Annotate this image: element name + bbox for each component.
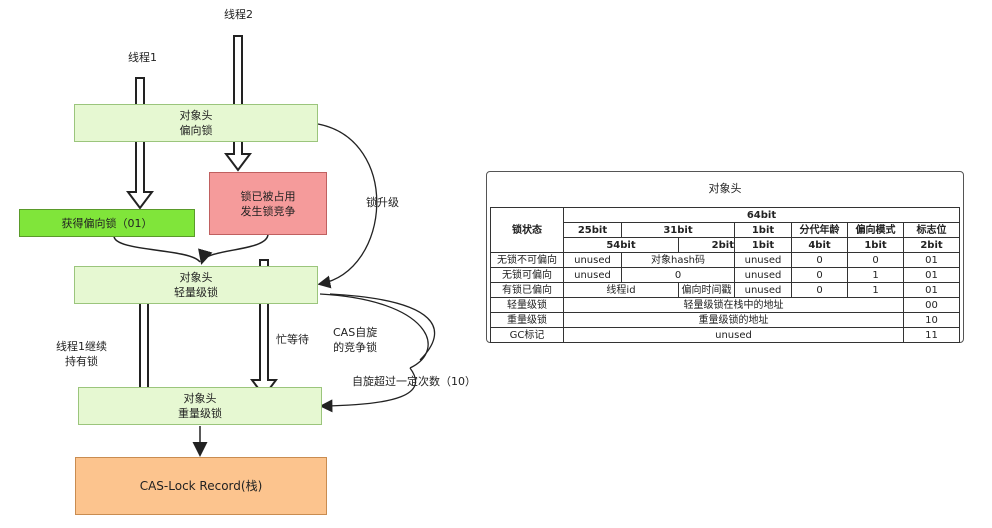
row-state: 有锁已偏向 <box>490 282 564 298</box>
row-cell: 对象hash码 <box>621 252 735 268</box>
row-cell: 0 <box>791 267 848 283</box>
row-state: 轻量级锁 <box>490 297 564 313</box>
row-cell: 11 <box>903 327 960 343</box>
acquired-text: 获得偏向锁（01） <box>61 216 153 230</box>
header-row-bits: 25bit 31bit 1bit 分代年龄 偏向模式 标志位 <box>491 222 960 238</box>
row-cell: 1 <box>847 282 904 298</box>
row-cell: 轻量级锁在栈中的地址 <box>563 297 904 313</box>
upgrade-curve <box>317 123 378 289</box>
busy-wait-label: 忙等待 <box>276 333 309 346</box>
object-header-heavyweight-box: 对象头 重量级锁 <box>78 387 322 425</box>
row-cell: 偏向时间戳 <box>678 282 735 298</box>
row-cell: 0 <box>791 252 848 268</box>
light-line1: 对象头 <box>179 271 213 284</box>
row-cell: 0 <box>791 282 848 298</box>
thread2-arrow <box>224 35 252 172</box>
thread1-arrow <box>126 77 154 210</box>
heavy-line2: 重量级锁 <box>178 407 222 420</box>
row-state: 重量级锁 <box>490 312 564 328</box>
lock-contended-box: 锁已被占用 发生锁竞争 <box>209 172 327 235</box>
record-text: CAS-Lock Record(栈) <box>139 478 263 493</box>
thread1-hold-line1: 线程1继续 <box>56 340 107 353</box>
table-row: 无锁不可偏向 unused 对象hash码 unused 0 0 01 <box>490 252 960 268</box>
header-bias-mode: 偏向模式 <box>847 222 904 238</box>
lock-state-header: 锁状态 <box>490 207 564 253</box>
header-gen-age: 分代年龄 <box>791 222 848 238</box>
table-row: 轻量级锁 轻量级锁在栈中的地址 00 <box>490 297 960 313</box>
merge-curve-left <box>113 235 201 263</box>
row-cell: 01 <box>903 252 960 268</box>
row-cell: 01 <box>903 267 960 283</box>
cas-spin-line2: 的竞争锁 <box>333 341 378 354</box>
row-cell: 10 <box>903 312 960 328</box>
row-cell: 00 <box>903 297 960 313</box>
row-cell: unused <box>734 267 792 283</box>
contended-line2: 发生锁竞争 <box>240 204 296 218</box>
heavy-line1: 对象头 <box>183 392 217 405</box>
table-row: 无锁可偏向 unused 0 unused 0 1 01 <box>490 267 960 283</box>
mark-word-table: 锁状态 64bit 25bit 31bit 1bit 分代年龄 偏向模式 标志位… <box>490 207 960 343</box>
header-2bit: 2bit <box>678 237 735 253</box>
object-header-lightweight-box: 对象头 轻量级锁 <box>74 266 318 304</box>
mark-word-panel: 对象头 锁状态 64bit 25bit 31bit 1bit 分代年龄 偏向模式… <box>486 171 964 343</box>
header-flag-bits: 标志位 <box>903 222 960 238</box>
cas-spin-line1: CAS自旋 <box>333 326 378 339</box>
row-cell: 1 <box>847 267 904 283</box>
cas-spin-curve <box>319 293 429 369</box>
thread1-hold-label: 线程1继续 持有锁 <box>56 339 107 369</box>
table-title: 对象头 <box>708 182 742 195</box>
row-cell: 0 <box>847 252 904 268</box>
table-row: GC标记 unused 11 <box>490 327 960 343</box>
object-header-biased-box: 对象头 偏向锁 <box>74 104 318 142</box>
header-25bit: 25bit <box>563 222 622 238</box>
biased-line1: 对象头 <box>179 109 213 122</box>
biased-line2: 偏向锁 <box>179 124 213 137</box>
header-row-64: 锁状态 64bit <box>490 207 960 253</box>
acquired-biased-lock-box: 获得偏向锁（01） <box>19 209 195 237</box>
header-1bit-b: 1bit <box>734 237 792 253</box>
row-state: 无锁可偏向 <box>490 267 564 283</box>
header-row-bits2: 54bit 2bit 1bit 4bit 1bit 2bit <box>491 237 960 253</box>
row-cell: unused <box>563 327 904 343</box>
row-cell: unused <box>734 282 792 298</box>
thread1-label: 线程1 <box>128 51 157 64</box>
header-31bit: 31bit <box>621 222 735 238</box>
row-cell: unused <box>563 267 622 283</box>
cas-lock-record-box: CAS-Lock Record(栈) <box>75 457 327 515</box>
header-64bit: 64bit <box>563 207 960 223</box>
row-cell: unused <box>563 252 622 268</box>
row-cell: 01 <box>903 282 960 298</box>
header-4bit: 4bit <box>791 237 848 253</box>
header-1bit-c: 1bit <box>847 237 904 253</box>
contended-line1: 锁已被占用 <box>240 189 296 203</box>
row-cell: 重量级锁的地址 <box>563 312 904 328</box>
row-cell: unused <box>734 252 792 268</box>
spin-exceed-label: 自旋超过一定次数（10） <box>352 375 476 388</box>
table-row: 有锁已偏向 线程id 偏向时间戳 unused 0 1 01 <box>490 282 960 298</box>
spin-exceed-curve <box>319 367 417 413</box>
light-line2: 轻量级锁 <box>174 286 218 299</box>
thread1-hold-line2: 持有锁 <box>65 355 98 368</box>
cas-spin-label: CAS自旋 的竞争锁 <box>333 325 377 355</box>
row-cell: 线程id <box>563 282 679 298</box>
lock-upgrade-label: 锁升级 <box>366 196 399 209</box>
header-2bit-b: 2bit <box>903 237 960 253</box>
row-state: 无锁不可偏向 <box>490 252 564 268</box>
header-54bit: 54bit <box>563 237 679 253</box>
header-1bit-a: 1bit <box>734 222 792 238</box>
thread2-label: 线程2 <box>224 8 253 21</box>
merge-curve-right <box>198 233 269 265</box>
row-state: GC标记 <box>490 327 564 343</box>
table-row: 重量级锁 重量级锁的地址 10 <box>490 312 960 328</box>
cas-loop-back <box>329 293 436 361</box>
row-cell: 0 <box>621 267 735 283</box>
